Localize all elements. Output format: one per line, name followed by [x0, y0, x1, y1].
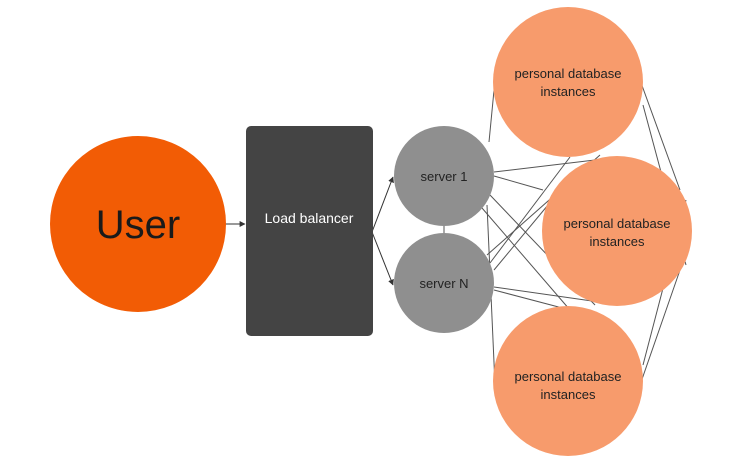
server-1-node: server 1: [394, 126, 494, 226]
server-n-node: server N: [394, 233, 494, 333]
connector-lb-to-server-n: [371, 231, 394, 286]
database-2-label-line-1: personal database: [564, 216, 671, 231]
connector-db-2-to-db-3: [639, 269, 681, 386]
database-1-label-line-1: personal database: [515, 66, 622, 81]
database-instance-2: personal database instances: [542, 156, 692, 306]
server-n-label: server N: [419, 276, 468, 291]
connector-db-1-to-db-2: [639, 79, 681, 191]
database-2-label-line-2: instances: [590, 234, 645, 249]
user-circle: [50, 136, 226, 312]
connector-server-n-to-db-1: [489, 156, 571, 264]
user-label: User: [96, 203, 180, 247]
connector-server-n-to-db-3: [493, 289, 571, 311]
database-3-label-line-2: instances: [541, 387, 596, 402]
load-balancer-node: Load balancer: [246, 126, 373, 336]
database-1-circle: [493, 7, 643, 157]
connector-server-1-to-db-3: [481, 207, 571, 311]
database-1-label-line-2: instances: [541, 84, 596, 99]
load-balancer-label: Load balancer: [265, 210, 354, 226]
connector-lb-to-server-1: [371, 176, 394, 233]
server-n-circle: [394, 233, 494, 333]
connector-server-1-to-db-2: [493, 175, 544, 191]
database-2-circle: [542, 156, 692, 306]
server-1-circle: [394, 126, 494, 226]
load-balancer-box: [246, 126, 373, 336]
database-instance-3: personal database instances: [493, 306, 643, 456]
user-node: User: [50, 136, 226, 312]
database-3-label-line-1: personal database: [515, 369, 622, 384]
server-1-label: server 1: [421, 169, 468, 184]
database-3-circle: [493, 306, 643, 456]
connector-server-n-to-db-2: [493, 204, 549, 271]
database-instance-1: personal database instances: [493, 7, 643, 157]
